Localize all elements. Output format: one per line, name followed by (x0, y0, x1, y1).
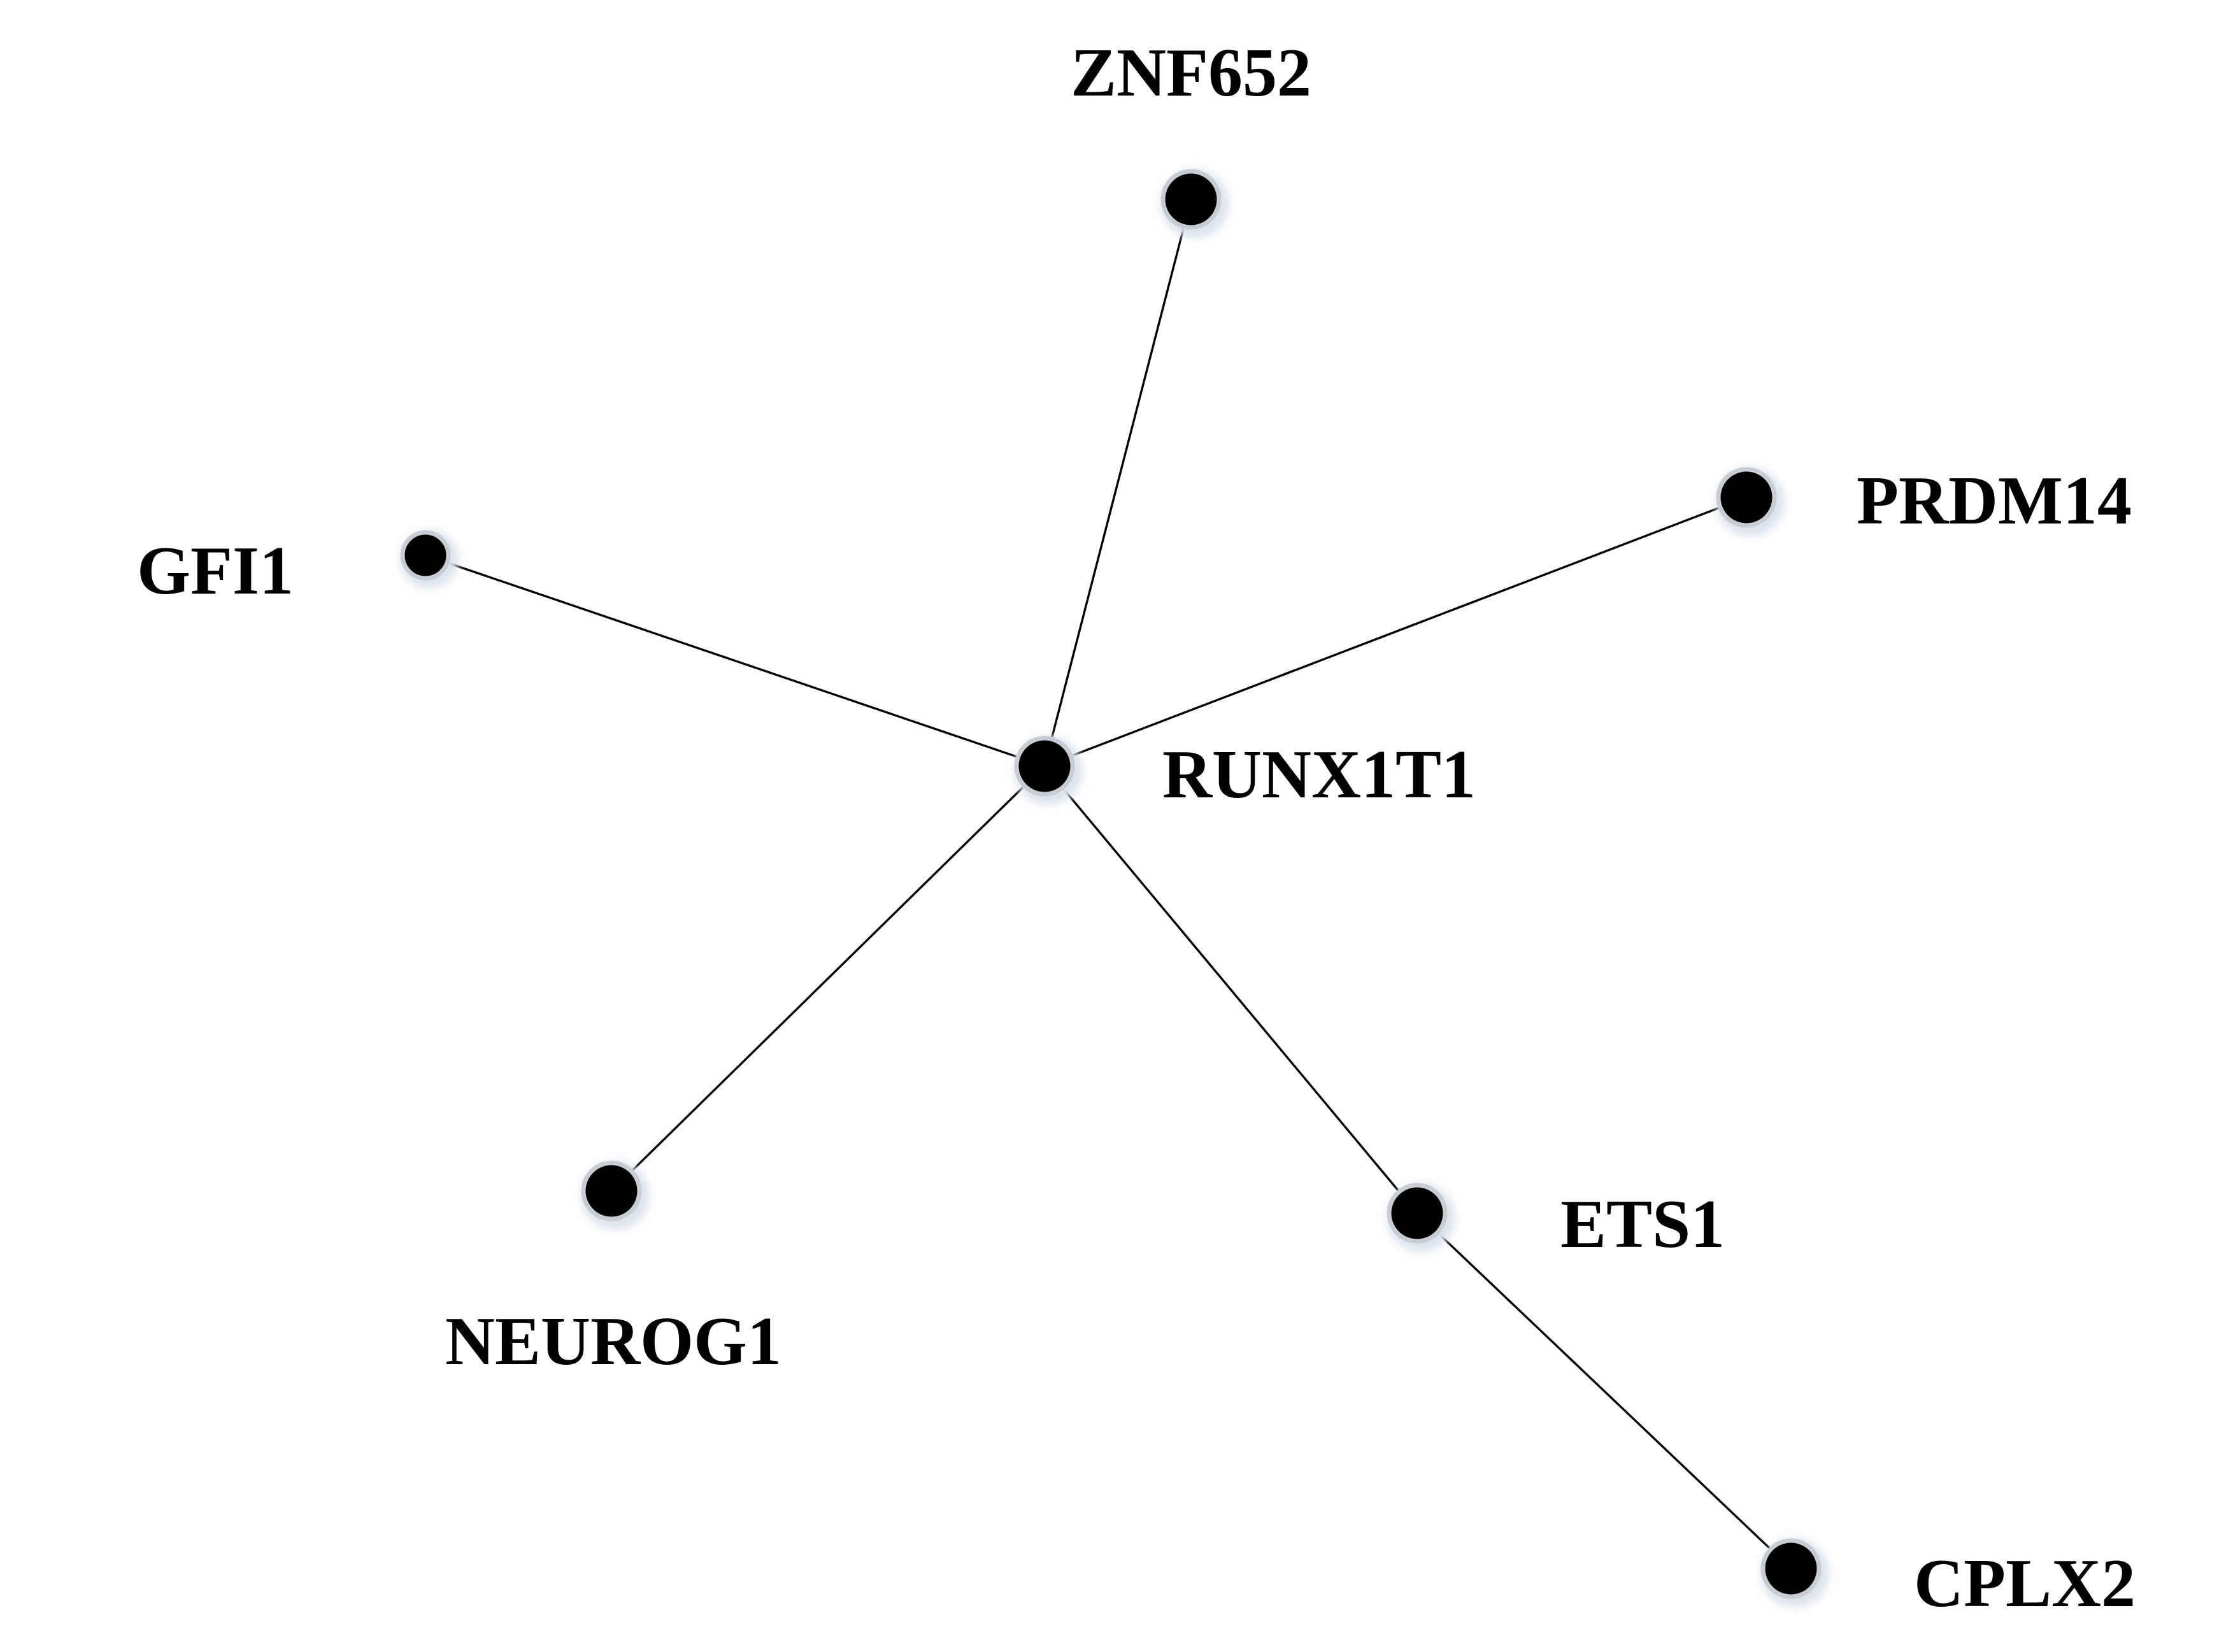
label-znf652: ZNF652 (1071, 35, 1311, 111)
node-runx1t1[interactable] (1014, 736, 1083, 805)
edge-runx1t1-neurog1 (610, 765, 1046, 1192)
labels-group: ZNF652 PRDM14 GFI1 RUNX1T1 NEUROG1 ETS1 … (137, 35, 2136, 1621)
node-neurog1[interactable] (581, 1160, 650, 1230)
edge-runx1t1-ets1 (1043, 765, 1418, 1214)
nodes-group (400, 169, 1829, 1607)
label-cplx2: CPLX2 (1914, 1546, 2136, 1621)
node-znf652[interactable] (1160, 169, 1229, 238)
edge-runx1t1-znf652 (1043, 199, 1192, 767)
edge-runx1t1-gfi1 (425, 554, 1045, 767)
label-ets1: ETS1 (1560, 1186, 1725, 1262)
label-runx1t1: RUNX1T1 (1162, 737, 1476, 813)
label-gfi1: GFI1 (137, 533, 294, 609)
label-neurog1: NEUROG1 (445, 1304, 781, 1379)
node-prdm14[interactable] (1716, 467, 1785, 536)
node-cplx2[interactable] (1760, 1538, 1829, 1607)
edge-ets1-cplx2 (1416, 1212, 1792, 1570)
label-prdm14: PRDM14 (1857, 463, 2132, 539)
node-gfi1[interactable] (400, 530, 459, 588)
edge-runx1t1-prdm14 (1044, 496, 1747, 767)
edges-group (425, 199, 1792, 1570)
node-ets1[interactable] (1387, 1183, 1455, 1252)
